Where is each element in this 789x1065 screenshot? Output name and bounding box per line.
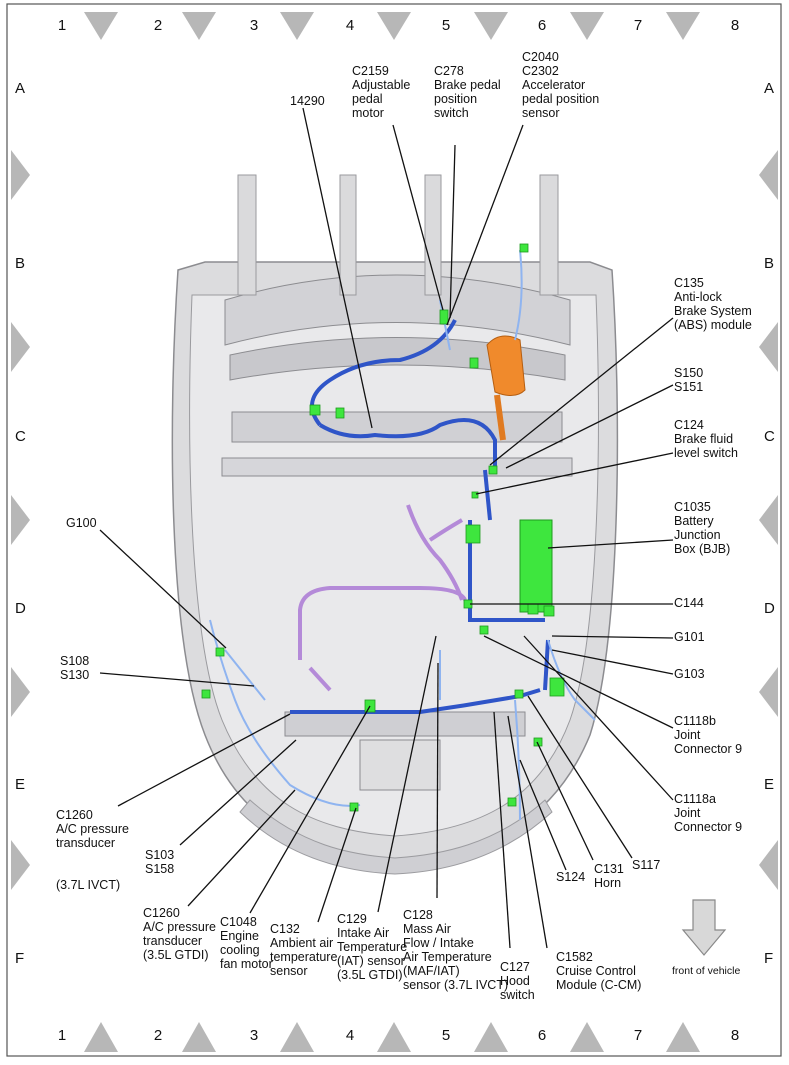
label-g100: G100: [66, 516, 97, 530]
abs-module: [486, 335, 526, 396]
label-c127: C127 Hood switch: [500, 960, 535, 1002]
grid-col-bottom-7: 7: [633, 1027, 643, 1044]
left-grid-markers: [11, 150, 30, 890]
grid-row-right-f: F: [764, 950, 774, 967]
right-grid-markers: [759, 150, 778, 890]
grid-col-top-3: 3: [249, 17, 259, 34]
label-c1260-37l-note: (3.7L IVCT): [56, 878, 121, 892]
grid-col-bottom-3: 3: [249, 1027, 259, 1044]
grid-col-bottom-8: 8: [730, 1027, 740, 1044]
label-c1582: C1582 Cruise Control Module (C-CM): [556, 950, 642, 992]
grid-row-left-c: C: [15, 428, 26, 445]
grid-col-top-1: 1: [57, 17, 67, 34]
grid-col-top-5: 5: [441, 17, 451, 34]
label-c124: C124 Brake fluid level switch: [674, 418, 738, 460]
grid-row-right-e: E: [764, 776, 775, 793]
label-c1118b: C1118b Joint Connector 9: [674, 714, 743, 756]
battery-junction-box: [519, 519, 553, 613]
label-c2040: C2040 C2302 Accelerator pedal position s…: [522, 50, 600, 120]
label-c1035: C1035 Battery Junction Box (BJB): [674, 500, 731, 556]
grid-col-bottom-5: 5: [441, 1027, 451, 1044]
connectors: [201, 243, 565, 812]
purple-harness: [298, 504, 467, 692]
label-s117: S117: [632, 858, 661, 872]
label-front-of-vehicle: front of vehicle: [672, 965, 741, 977]
label-c1048: C1048 Engine cooling fan motor: [220, 915, 273, 971]
label-c132: C132 Ambient air temperature sensor: [270, 922, 338, 978]
label-c2159: C2159 Adjustable pedal motor: [352, 64, 411, 120]
grid-row-left-a: A: [15, 80, 26, 97]
grid-row-right-d: D: [764, 600, 775, 617]
grid-row-left-b: B: [15, 255, 26, 272]
grid-col-bottom-2: 2: [153, 1027, 163, 1044]
grid-row-left-e: E: [15, 776, 26, 793]
front-of-vehicle-arrow-icon: [681, 899, 727, 956]
label-c144: C144: [674, 596, 704, 610]
label-s108: S108 S130: [60, 654, 90, 682]
label-s150: S150 S151: [674, 366, 704, 394]
label-g103: G103: [674, 667, 705, 681]
top-grid-markers: [84, 12, 700, 40]
grid-row-right-b: B: [764, 255, 775, 272]
grid-row-right-c: C: [764, 428, 775, 445]
grid-row-left-f: F: [15, 950, 25, 967]
label-14290: 14290: [290, 94, 325, 108]
label-c129: C129 Intake Air Temperature (IAT) sensor…: [337, 912, 408, 982]
label-c1260-37l: C1260 A/C pressure transducer: [56, 808, 129, 850]
grid-col-top-7: 7: [633, 17, 643, 34]
grid-col-bottom-4: 4: [345, 1027, 355, 1044]
callout-leader-lines: [99, 107, 674, 949]
label-c135: C135 Anti-lock Brake System (ABS) module: [674, 276, 752, 332]
label-s103: S103 S158: [145, 848, 175, 876]
front-bumper-grille: [239, 799, 553, 875]
label-g101: G101: [674, 630, 705, 644]
label-c131: C131 Horn: [594, 862, 624, 890]
label-c128: C128 Mass Air Flow / Intake Air Temperat…: [403, 908, 509, 992]
grid-row-left-d: D: [15, 600, 26, 617]
grid-col-top-6: 6: [537, 17, 547, 34]
main-wiring-harness: [290, 319, 550, 714]
label-c1260-35l: C1260 A/C pressure transducer (3.5L GTDI…: [143, 906, 216, 962]
label-c278: C278 Brake pedal position switch: [434, 64, 501, 120]
grid-col-bottom-1: 1: [57, 1027, 67, 1044]
grid-row-right-a: A: [764, 80, 775, 97]
grid-col-bottom-6: 6: [537, 1027, 547, 1044]
label-c1118a: C1118a Joint Connector 9: [674, 792, 743, 834]
grid-col-top-2: 2: [153, 17, 163, 34]
label-s124: S124: [556, 870, 586, 884]
grid-col-top-4: 4: [345, 17, 355, 34]
grid-col-top-8: 8: [730, 17, 740, 34]
secondary-wiring-harness: [209, 249, 596, 821]
bottom-grid-markers: [84, 1022, 700, 1052]
